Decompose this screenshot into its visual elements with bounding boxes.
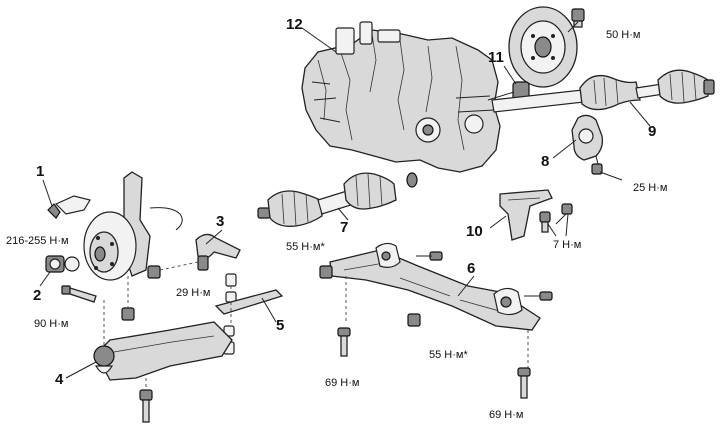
leader-lines	[39, 21, 651, 379]
callout-5: 5	[276, 317, 284, 334]
flywheel-bolt	[571, 8, 585, 28]
torque-crossmember-bolt-right: 69 Н·м	[489, 409, 523, 421]
torque-hub-nut: 216-255 Н·м	[6, 235, 69, 247]
left-drive-shaft	[257, 172, 418, 227]
torque-tie-rod-nut: 29 Н·м	[176, 287, 210, 299]
bearing-bracket	[571, 114, 604, 175]
steering-knuckle-hub	[54, 171, 183, 281]
callout-11: 11	[488, 49, 504, 66]
callout-4: 4	[55, 371, 64, 388]
callout-9: 9	[648, 123, 656, 140]
callout-2: 2	[33, 287, 41, 304]
tie-rod-end	[147, 233, 241, 279]
crossmember-bolts	[337, 327, 531, 399]
torque-crossmember-bolt-left: 69 Н·м	[325, 377, 359, 389]
torque-crossmember-rear: 55 Н·м*	[429, 349, 468, 361]
callout-3: 3	[216, 213, 224, 230]
callout-7: 7	[340, 219, 348, 236]
bracket-bolts	[539, 203, 573, 233]
torque-flywheel-bolt: 50 Н·м	[606, 29, 640, 41]
torque-crossmember-front: 55 Н·м*	[286, 241, 325, 253]
knuckle-bolt	[61, 285, 97, 303]
torque-ball-joint-nut: 90 Н·м	[34, 318, 68, 330]
torque-bracket-bolt: 7 Н·м	[553, 239, 581, 251]
drive-plate	[508, 6, 578, 88]
callout-12: 12	[286, 16, 303, 33]
callout-6: 6	[467, 260, 475, 277]
transaxle-assembly	[301, 21, 501, 173]
right-drive-shaft	[491, 69, 715, 113]
callout-10: 10	[466, 223, 483, 240]
torque-bearing-bracket: 25 Н·м	[633, 182, 667, 194]
crossmember-nuts	[319, 251, 553, 327]
support-bracket	[499, 189, 553, 241]
front-crossmember	[329, 242, 541, 368]
ball-joint-nut	[103, 276, 135, 346]
lower-control-arm	[93, 321, 233, 423]
callout-8: 8	[541, 153, 549, 170]
callout-1: 1	[36, 163, 44, 180]
hub-nut	[45, 255, 80, 273]
